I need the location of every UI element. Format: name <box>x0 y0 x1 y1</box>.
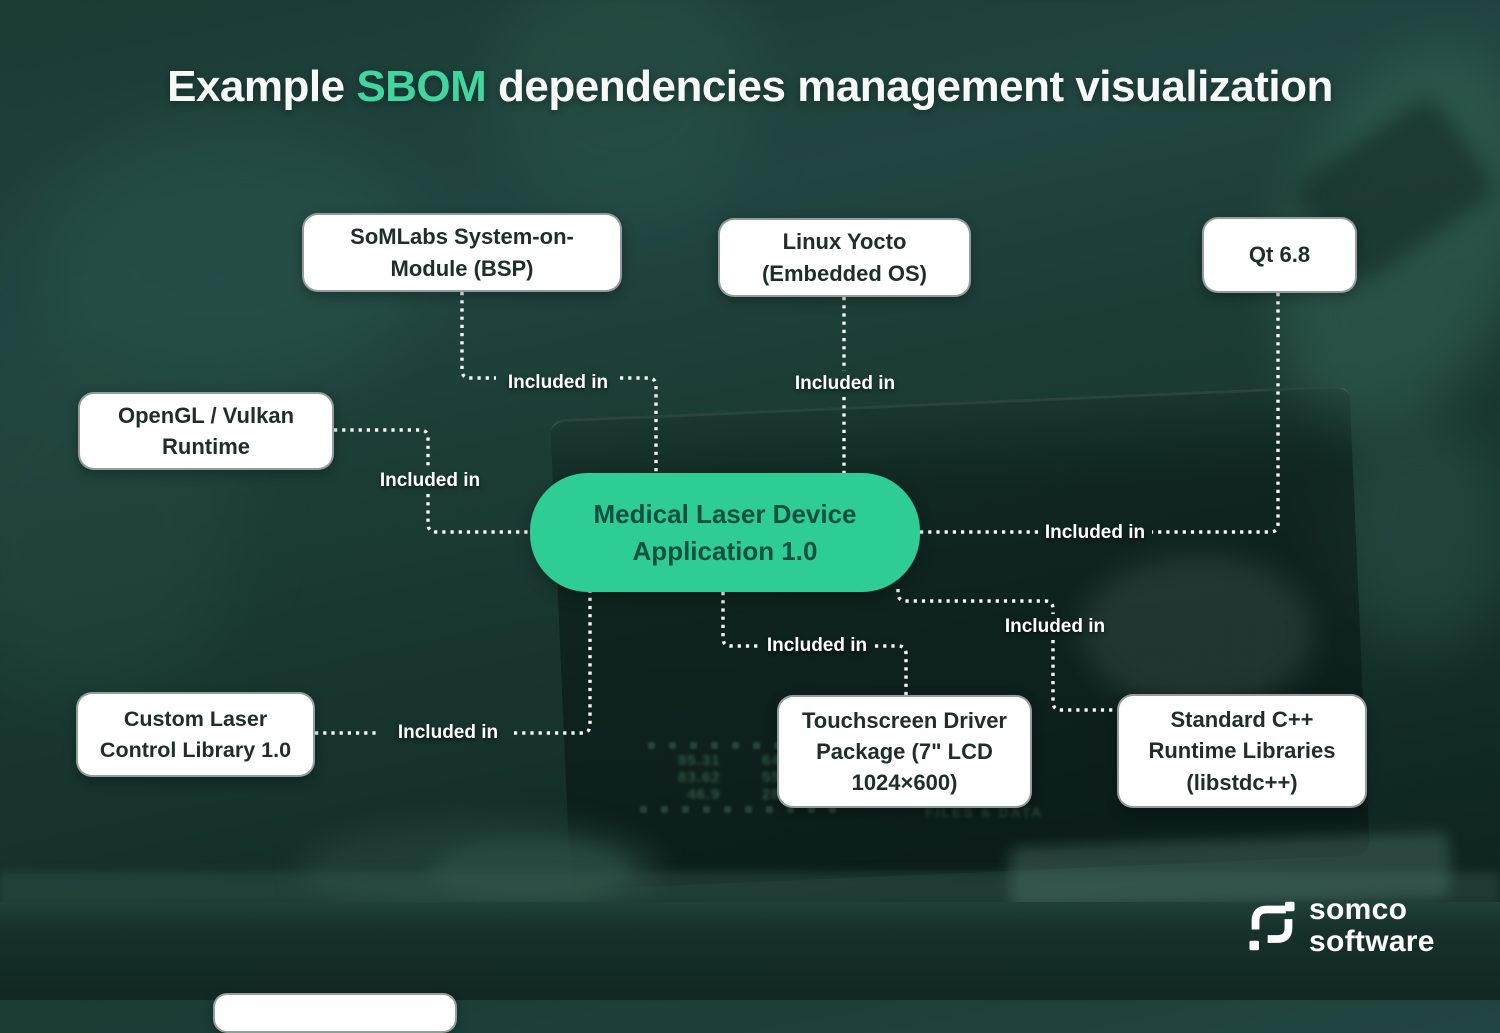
title-prefix: Example <box>167 62 357 111</box>
node-opengl-vulkan: OpenGL / Vulkan Runtime <box>78 392 334 470</box>
somco-logo: somco software <box>1246 894 1435 958</box>
node-somlabs: SoMLabs System-on-Module (BSP) <box>302 213 622 292</box>
logo-line1: somco <box>1309 893 1408 926</box>
connector-lines <box>0 0 1500 1000</box>
logo-line2: software <box>1309 925 1435 958</box>
node-linux-yocto: Linux Yocto (Embedded OS) <box>718 218 971 297</box>
edge-custom-laser-connector <box>315 592 592 735</box>
node-partial-bottom <box>213 993 457 1033</box>
title-highlight: SBOM <box>356 62 487 111</box>
node-custom-laser-lib: Custom Laser Control Library 1.0 <box>76 692 315 777</box>
edge-label-somlabs: Included in <box>507 372 609 393</box>
edge-opengl-connector <box>334 428 530 534</box>
edge-touchscreen-connector <box>721 592 908 695</box>
title-suffix: dependencies management visualization <box>486 62 1333 111</box>
edge-somlabs-connector <box>460 292 658 473</box>
edge-label-std-cpp: Included in <box>1004 616 1106 637</box>
node-qt: Qt 6.8 <box>1202 217 1357 293</box>
edge-label-custom-laser: Included in <box>397 722 499 743</box>
node-medical-laser-app: Medical Laser Device Application 1.0 <box>530 473 920 592</box>
somco-mark-icon <box>1249 901 1295 951</box>
page-title: Example SBOM dependencies management vis… <box>0 62 1500 112</box>
node-std-cpp-runtime: Standard C++ Runtime Libraries (libstdc+… <box>1117 694 1367 808</box>
edge-label-qt: Included in <box>1044 522 1146 543</box>
edge-label-touchscreen: Included in <box>766 635 868 656</box>
edge-label-opengl: Included in <box>379 470 481 491</box>
edge-label-linux-yocto: Included in <box>794 373 896 394</box>
edge-qt-connector <box>920 293 1280 534</box>
edge-std-cpp-connector <box>896 589 1117 712</box>
node-touchscreen-driver: Touchscreen Driver Package (7" LCD 1024×… <box>777 695 1032 808</box>
